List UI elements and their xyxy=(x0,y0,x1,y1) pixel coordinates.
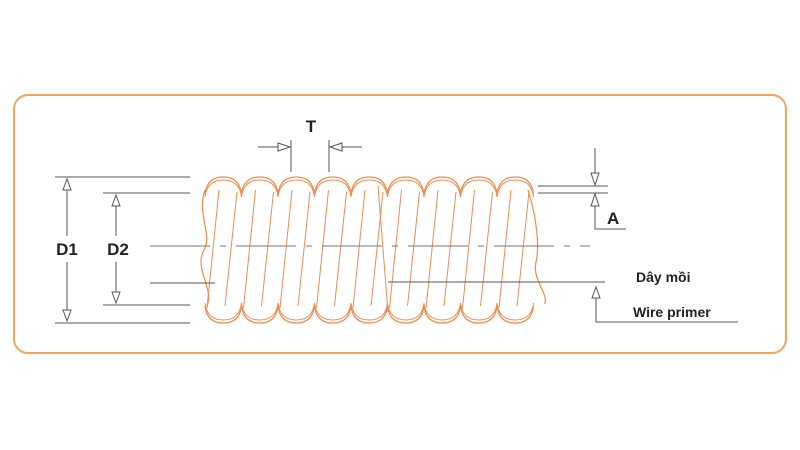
hose-helix-line xyxy=(243,189,256,309)
wire-label-en: Wire primer xyxy=(633,304,711,320)
hose-helix-line xyxy=(206,189,220,309)
d2-arrow-top-icon xyxy=(111,193,121,207)
hose-right-cut-edge xyxy=(527,189,546,305)
hose-helix-line xyxy=(443,191,457,307)
d1-arrow-bottom-icon xyxy=(62,309,72,323)
hose-helix-line xyxy=(407,191,420,307)
hose-helix-line xyxy=(389,189,402,309)
hose-helix-line xyxy=(334,191,347,307)
t-dimension xyxy=(258,140,362,172)
hose-helix-line xyxy=(370,191,384,307)
hose-helix-line xyxy=(462,189,475,309)
hose-top-outer-edge xyxy=(204,176,535,195)
hose-helix-line xyxy=(224,191,238,307)
wire-primer-callout xyxy=(388,281,738,323)
a-leader xyxy=(594,206,626,230)
wire-leader xyxy=(595,298,738,323)
a-dimension xyxy=(538,148,626,230)
hose-helix-line xyxy=(480,191,493,307)
d1-arrow-top-icon xyxy=(62,177,72,191)
hose-helix-line xyxy=(516,191,530,307)
hose-seam-line xyxy=(377,185,389,313)
d2-dimension xyxy=(103,192,190,306)
d1-dimension xyxy=(55,176,190,324)
d1-label: D1 xyxy=(56,240,78,259)
hose-helix-line xyxy=(498,189,512,309)
hose-helix-line xyxy=(261,191,274,307)
hose-helix-line xyxy=(352,189,366,309)
d2-label: D2 xyxy=(107,240,129,259)
a-label: A xyxy=(607,209,619,228)
corrugated-hose xyxy=(200,176,546,324)
hose-body-fill xyxy=(205,190,545,310)
hose-top-inner-edge xyxy=(204,179,534,198)
d2-arrow-bottom-icon xyxy=(111,291,121,305)
wire-label-vi: Dây mồi xyxy=(636,269,690,285)
hose-bottom-inner-edge xyxy=(204,302,534,321)
hose-helix-line xyxy=(297,191,311,307)
t-arrow-left-icon xyxy=(277,142,292,152)
hose-helix-line xyxy=(425,189,439,309)
hose-bottom-outer-edge xyxy=(204,305,535,324)
t-label: T xyxy=(306,117,317,136)
hose-helix-line xyxy=(279,189,293,309)
hose-helix-line xyxy=(316,189,329,309)
hose-left-cut-edge xyxy=(200,189,210,307)
t-arrow-right-icon xyxy=(328,142,343,152)
a-arrow-top-icon xyxy=(590,172,600,187)
